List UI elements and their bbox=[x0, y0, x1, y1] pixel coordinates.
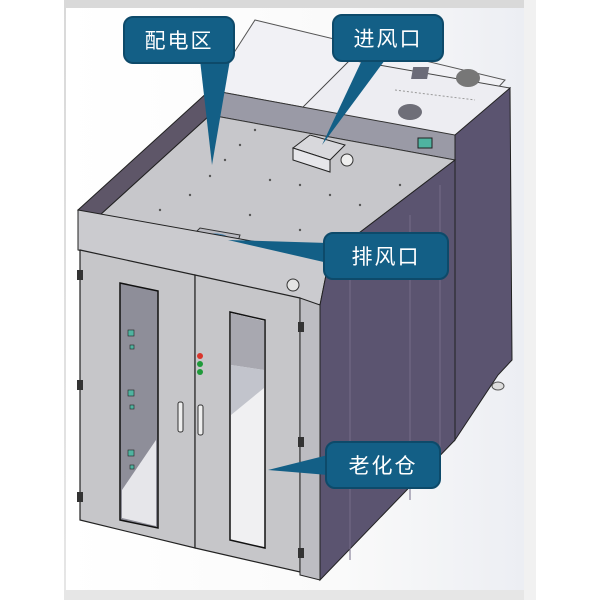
door-frame-right bbox=[299, 297, 321, 581]
indicator-red bbox=[197, 353, 203, 359]
foot-icon bbox=[491, 381, 505, 391]
indicator-green-1 bbox=[197, 361, 203, 367]
vent-hole-icon bbox=[398, 104, 422, 120]
right-door-handle bbox=[197, 404, 204, 436]
callout-power-distribution: 配电区 bbox=[123, 16, 235, 64]
callout-aging-chamber: 老化仓 bbox=[325, 441, 441, 489]
connector-modules bbox=[127, 329, 135, 470]
callout-air-inlet: 进风口 bbox=[332, 14, 444, 62]
teal-connector-icon bbox=[417, 137, 433, 149]
callout-pointer-chamber bbox=[268, 455, 328, 475]
callout-pointer-outlet bbox=[228, 240, 328, 263]
air-inlet-vent bbox=[291, 134, 354, 173]
floor-bolt-dots bbox=[158, 128, 402, 232]
callout-pointer-inlet bbox=[322, 60, 385, 145]
frame-right-strip bbox=[524, 0, 536, 600]
callout-air-outlet: 排风口 bbox=[323, 232, 449, 280]
lock-icon bbox=[286, 278, 300, 292]
display-window-icon bbox=[411, 67, 430, 79]
left-door-handle bbox=[177, 401, 184, 433]
callout-pointer-power bbox=[200, 60, 230, 165]
round-port-icon bbox=[456, 69, 480, 87]
indicator-green-2 bbox=[197, 369, 203, 375]
door-hinges bbox=[77, 270, 304, 558]
